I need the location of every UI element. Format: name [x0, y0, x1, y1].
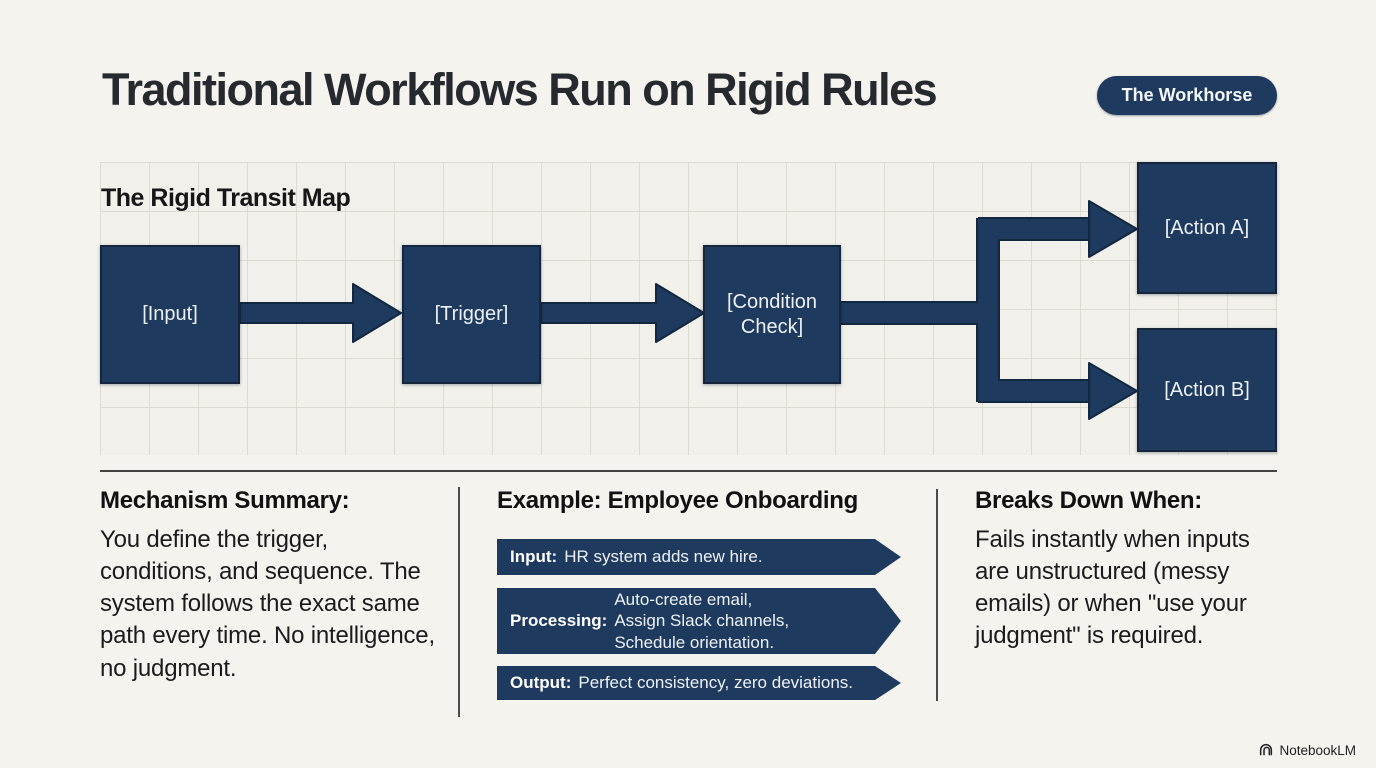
page-title: Traditional Workflows Run on Rigid Rules	[102, 64, 938, 115]
notebooklm-watermark: NotebookLM	[1258, 742, 1356, 758]
section-divider	[100, 470, 1277, 472]
arrow-trigger-condition	[540, 283, 705, 343]
mechanism-body: You define the trigger, conditions, and …	[100, 526, 435, 682]
column-divider-1	[458, 487, 460, 717]
diagram-title: The Rigid Transit Map	[101, 184, 351, 212]
example-heading: Example: Employee Onboarding	[497, 487, 859, 514]
step-input-label: Input:	[510, 547, 558, 567]
fork-connector	[841, 219, 1089, 401]
node-action-a-label: [Action A]	[1164, 216, 1250, 239]
step-processing-line1: Auto-create email,	[614, 589, 753, 609]
node-input-label: [Input]	[142, 303, 198, 325]
node-action-b: [Action B]	[1137, 328, 1277, 452]
arrow-input-trigger	[239, 283, 402, 343]
example-step-output: Output: Perfect consistency, zero deviat…	[497, 666, 901, 700]
node-input: [Input]	[100, 245, 240, 384]
example-panel: Example: Employee Onboarding Input: HR s…	[497, 487, 901, 700]
arrowhead-action-b	[1088, 362, 1138, 420]
step-output-text: Perfect consistency, zero deviations.	[578, 673, 854, 693]
breaks-body: Fails instantly when inputs are unstruct…	[975, 526, 1250, 650]
node-condition-check-label: [Condition Check]	[726, 290, 818, 338]
step-processing-label: Processing:	[510, 611, 608, 631]
node-action-b-label: [Action B]	[1164, 378, 1250, 401]
mechanism-heading: Mechanism Summary:	[100, 487, 350, 514]
transit-map-diagram: The Rigid Transit Map [Input] [Trigger] …	[100, 162, 1277, 455]
workhorse-badge: The Workhorse	[1097, 76, 1277, 115]
arrowhead-action-a	[1088, 200, 1138, 258]
column-divider-2	[936, 489, 938, 701]
example-step-input: Input: HR system adds new hire.	[497, 539, 901, 575]
node-trigger: [Trigger]	[402, 245, 541, 384]
step-processing-line3: Schedule orientation.	[614, 632, 775, 652]
step-processing-line2: Assign Slack channels,	[614, 611, 790, 631]
mechanism-panel: Mechanism Summary: You define the trigge…	[100, 487, 442, 685]
step-input-text: HR system adds new hire.	[564, 547, 763, 567]
node-condition-check: [Condition Check]	[703, 245, 841, 384]
breaks-heading: Breaks Down When:	[975, 487, 1202, 514]
example-step-processing: Processing: Auto-create email, Assign Sl…	[497, 588, 901, 654]
step-output-label: Output:	[510, 673, 572, 693]
node-trigger-label: [Trigger]	[434, 303, 509, 325]
node-action-a: [Action A]	[1137, 162, 1277, 294]
notebooklm-icon	[1260, 743, 1273, 756]
notebooklm-label: NotebookLM	[1279, 742, 1356, 758]
breaks-panel: Breaks Down When: Fails instantly when i…	[975, 487, 1281, 653]
flow-arrows	[239, 200, 1138, 420]
